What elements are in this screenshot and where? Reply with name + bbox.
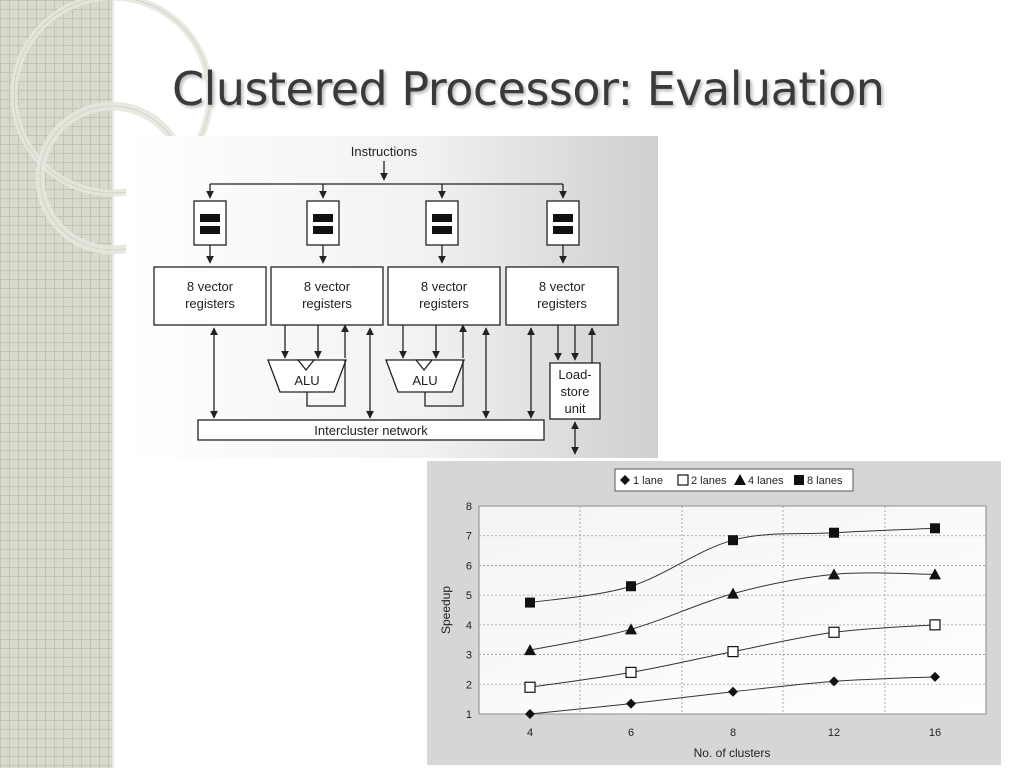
svg-text:8 vector: 8 vector <box>304 279 351 294</box>
instruction-queue <box>193 200 227 246</box>
legend-label: 2 lanes <box>691 475 727 487</box>
vector-registers-box: 8 vector registers <box>270 266 384 326</box>
data-point-square <box>525 597 535 608</box>
data-point-open-square <box>929 619 941 631</box>
cluster-architecture-diagram: Instructions 8 vector registers 8 vector… <box>126 136 658 458</box>
y-axis-label: Speedup <box>439 586 453 634</box>
data-point-square <box>930 523 940 534</box>
data-point-open-square <box>727 646 739 658</box>
load-store-unit: Load- store unit <box>549 362 601 420</box>
data-point-triangle <box>929 568 941 580</box>
instructions-label: Instructions <box>351 144 418 159</box>
data-point-square <box>626 581 636 592</box>
svg-text:Load-: Load- <box>558 367 591 382</box>
data-point-triangle <box>734 474 746 485</box>
data-point-triangle <box>727 587 739 599</box>
instruction-drops <box>206 184 567 199</box>
alu-unit: ALU <box>385 359 465 393</box>
data-point-open-square <box>828 626 840 638</box>
data-point-diamond <box>525 709 535 719</box>
data-point-diamond <box>626 698 636 709</box>
legend-label: 8 lanes <box>807 475 843 487</box>
x-tick-labels: 4 6 8 12 16 <box>527 727 941 739</box>
vector-registers-box: 8 vector registers <box>387 266 501 326</box>
instruction-queue <box>546 200 580 246</box>
data-point-diamond <box>829 676 839 687</box>
y-tick-label: 5 <box>466 590 472 602</box>
svg-text:ALU: ALU <box>294 373 319 388</box>
y-tick-label: 8 <box>466 501 472 513</box>
data-point-triangle <box>524 644 536 656</box>
y-tick-label: 6 <box>466 560 472 572</box>
intercluster-network: Intercluster network <box>197 419 545 441</box>
data-point-square <box>829 527 839 538</box>
legend-label: 4 lanes <box>748 475 784 487</box>
legend-label: 1 lane <box>633 475 663 487</box>
y-tick-label: 3 <box>466 650 472 662</box>
svg-text:8 vector: 8 vector <box>187 279 234 294</box>
data-point-triangle <box>625 623 637 635</box>
grid-lines <box>479 505 986 715</box>
decorative-sidebar <box>0 0 114 768</box>
svg-text:8 vector: 8 vector <box>539 279 586 294</box>
x-tick-label: 16 <box>929 727 941 739</box>
svg-text:8 vector: 8 vector <box>421 279 468 294</box>
data-point-diamond <box>930 671 940 682</box>
data-point-open-square <box>625 666 637 678</box>
vector-registers-box: 8 vector registers <box>505 266 619 326</box>
data-point-square <box>794 475 804 485</box>
x-axis-label: No. of clusters <box>694 746 771 760</box>
instruction-queue <box>306 200 340 246</box>
svg-text:Intercluster network: Intercluster network <box>314 423 428 438</box>
x-tick-label: 12 <box>828 727 840 739</box>
x-tick-label: 8 <box>730 727 736 739</box>
svg-text:registers: registers <box>302 296 352 311</box>
svg-text:registers: registers <box>537 296 587 311</box>
series-markers <box>524 523 941 719</box>
data-point-open-square <box>524 681 536 693</box>
data-point-square <box>728 535 738 546</box>
svg-text:registers: registers <box>185 296 235 311</box>
svg-text:unit: unit <box>565 401 586 416</box>
y-tick-label: 1 <box>466 709 472 721</box>
data-point-diamond <box>728 686 738 697</box>
alu-unit: ALU <box>267 359 347 393</box>
y-tick-label: 4 <box>466 620 472 632</box>
data-point-open-square <box>677 474 689 486</box>
x-tick-label: 6 <box>628 727 634 739</box>
x-tick-label: 4 <box>527 727 533 739</box>
y-tick-labels: 1 2 3 4 5 6 7 8 <box>466 501 472 721</box>
svg-text:store: store <box>561 384 590 399</box>
svg-text:ALU: ALU <box>412 373 437 388</box>
instruction-queue <box>425 200 459 246</box>
svg-text:registers: registers <box>419 296 469 311</box>
vector-registers-box: 8 vector registers <box>153 266 267 326</box>
y-tick-label: 7 <box>466 531 472 543</box>
chart-legend: 1 lane 2 lanes 4 lanes 8 lanes <box>614 468 854 492</box>
data-point-triangle <box>828 568 840 580</box>
y-tick-label: 2 <box>466 679 472 691</box>
slide-title: Clustered Processor: Evaluation <box>172 62 885 116</box>
data-point-diamond <box>620 475 630 485</box>
